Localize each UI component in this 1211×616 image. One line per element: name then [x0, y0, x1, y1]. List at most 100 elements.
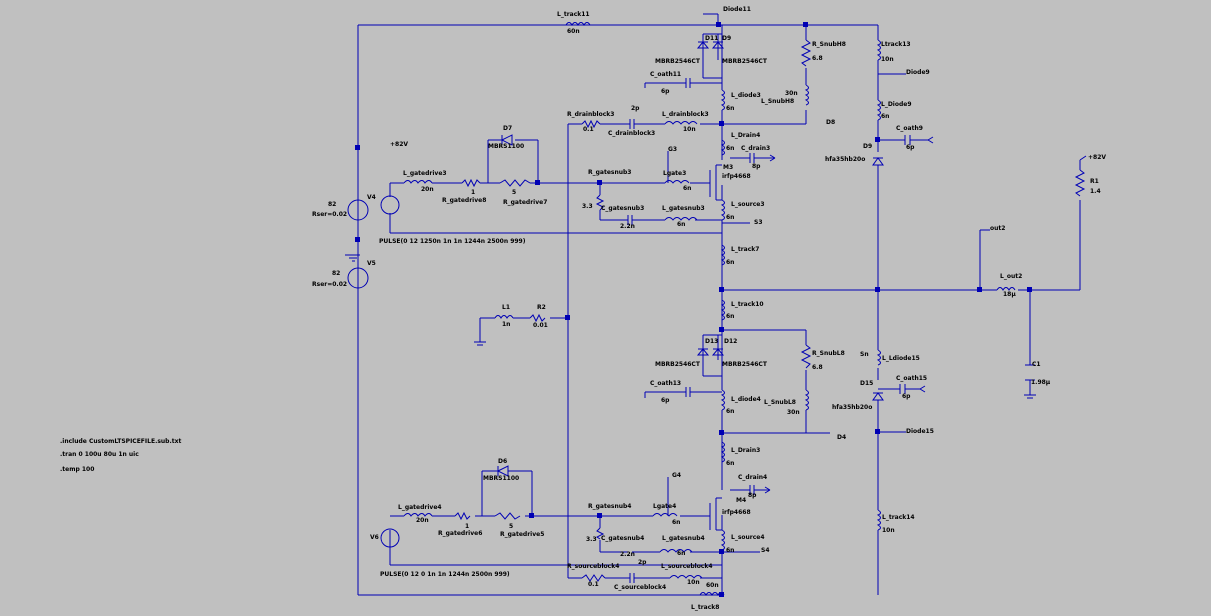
component-label: 6n [726, 547, 734, 554]
component-label: MBRS1100 [488, 143, 524, 150]
component-label: G4 [672, 472, 681, 479]
component-symbols [347, 22, 1086, 597]
component-label: S4 [761, 547, 770, 554]
component-label: MBRB2546CT [722, 58, 768, 65]
component-label: L_source4 [731, 534, 765, 541]
component-label: L_gatedrive4 [398, 504, 442, 511]
component-label: C1 [1032, 361, 1041, 368]
component-label: 5 [512, 189, 516, 196]
component-label: R_gatesnub3 [588, 169, 632, 176]
component-label: irfp4668 [722, 509, 751, 516]
component-label: C_oath15 [896, 375, 927, 382]
component-label: 8p [752, 163, 761, 170]
component-label: Diode15 [906, 428, 934, 435]
component-label: M3 [723, 164, 733, 171]
component-label: C_drain4 [738, 474, 767, 481]
component-label: MBRS1100 [483, 475, 519, 482]
component-label: out2 [990, 225, 1005, 232]
component-label: 5 [509, 523, 513, 530]
component-label: 6p [906, 144, 915, 151]
component-label: 10n [882, 527, 895, 534]
component-label: 3.3 [586, 536, 597, 543]
component-label: 6n [726, 259, 734, 266]
component-label: D9 [863, 143, 872, 150]
component-label: Ltrack13 [881, 41, 911, 48]
component-label: 18µ [1003, 291, 1016, 298]
component-label: 6p [902, 393, 911, 400]
component-label: R_gatedrive5 [500, 531, 544, 538]
component-label: M4 [736, 497, 746, 504]
component-label: 1.98µ [1031, 379, 1051, 386]
component-label: MBRB2546CT [722, 361, 768, 368]
component-label: R_SnubH8 [812, 41, 846, 48]
component-label: MBRB2546CT [655, 361, 701, 368]
component-label: 60n [706, 582, 719, 589]
component-label: 6p [661, 397, 670, 404]
component-label: 1n [502, 321, 510, 328]
component-label: MBRB2546CT [655, 58, 701, 65]
component-label: 82 [328, 201, 336, 208]
component-label: L_track14 [882, 514, 915, 521]
component-label: D6 [498, 458, 507, 465]
component-label: C_oath9 [896, 125, 923, 132]
component-label: L_source3 [731, 201, 765, 208]
component-label: D8 [826, 119, 835, 126]
component-label: 2p [631, 105, 640, 112]
component-label: .temp 100 [60, 466, 94, 473]
component-label: S3 [754, 219, 763, 226]
component-label: C_oath11 [650, 71, 681, 78]
component-label: C_gatesnub3 [601, 205, 644, 212]
component-label: 6n [726, 214, 734, 221]
component-label: L_gatesnub4 [662, 535, 705, 542]
component-label: L_Ldiode15 [882, 355, 920, 362]
component-label: 6.8 [812, 55, 823, 62]
component-label: .tran 0 100u 80u 1n uic [60, 451, 139, 458]
component-label: irfp4668 [722, 173, 751, 180]
component-label: 20n [416, 517, 429, 524]
component-label: 82 [332, 270, 340, 277]
component-label: C_gatesnub4 [601, 535, 644, 542]
component-label: D9 [722, 35, 731, 42]
component-label: R_gatedrive8 [442, 197, 486, 204]
component-label: 2.2n [620, 223, 635, 230]
component-label: C_oath13 [650, 380, 681, 387]
component-label: 6n [672, 519, 680, 526]
component-label: L_Drain4 [731, 132, 760, 139]
component-label: V4 [367, 194, 376, 201]
component-label: R_gatedrive6 [438, 530, 482, 537]
component-label: 2p [638, 559, 647, 566]
component-label: L_drainblock3 [662, 111, 709, 118]
component-label: 10n [881, 56, 894, 63]
component-label: L_Drain3 [731, 447, 760, 454]
component-label: 20n [421, 186, 434, 193]
component-label: 3.3 [582, 203, 593, 210]
component-label: L_diode3 [731, 92, 761, 99]
component-label: Lgate4 [653, 503, 676, 510]
component-label: 8p [748, 492, 757, 499]
component-label: 10n [683, 126, 696, 133]
component-label: D4 [837, 434, 846, 441]
component-label: 0.01 [533, 322, 548, 329]
component-label: 6n [726, 105, 734, 112]
component-label: L_SnubH8 [761, 98, 794, 105]
component-label: L_Diode9 [881, 101, 912, 108]
component-label: R_gatedrive7 [503, 199, 547, 206]
component-label: 2.2n [620, 551, 635, 558]
component-label: L_diode4 [731, 396, 761, 403]
component-label: hfa35hb20o [825, 156, 865, 163]
component-label: 1 [471, 189, 475, 196]
component-label: 1.4 [1090, 188, 1101, 195]
component-label: L_sourceblock4 [661, 563, 713, 570]
component-label: PULSE(0 12 1250n 1n 1n 1244n 2500n 999) [379, 238, 526, 245]
component-label: L_gatedrive3 [403, 170, 447, 177]
component-label: L_gatesnub3 [662, 205, 705, 212]
component-label: L_track8 [691, 604, 719, 611]
component-label: L_SnubL8 [764, 399, 796, 406]
component-label: Diode9 [906, 69, 930, 76]
wires [345, 13, 1087, 596]
component-label: L_track11 [557, 11, 590, 18]
component-label: R_SnubL8 [812, 350, 845, 357]
component-label: 10n [687, 579, 700, 586]
